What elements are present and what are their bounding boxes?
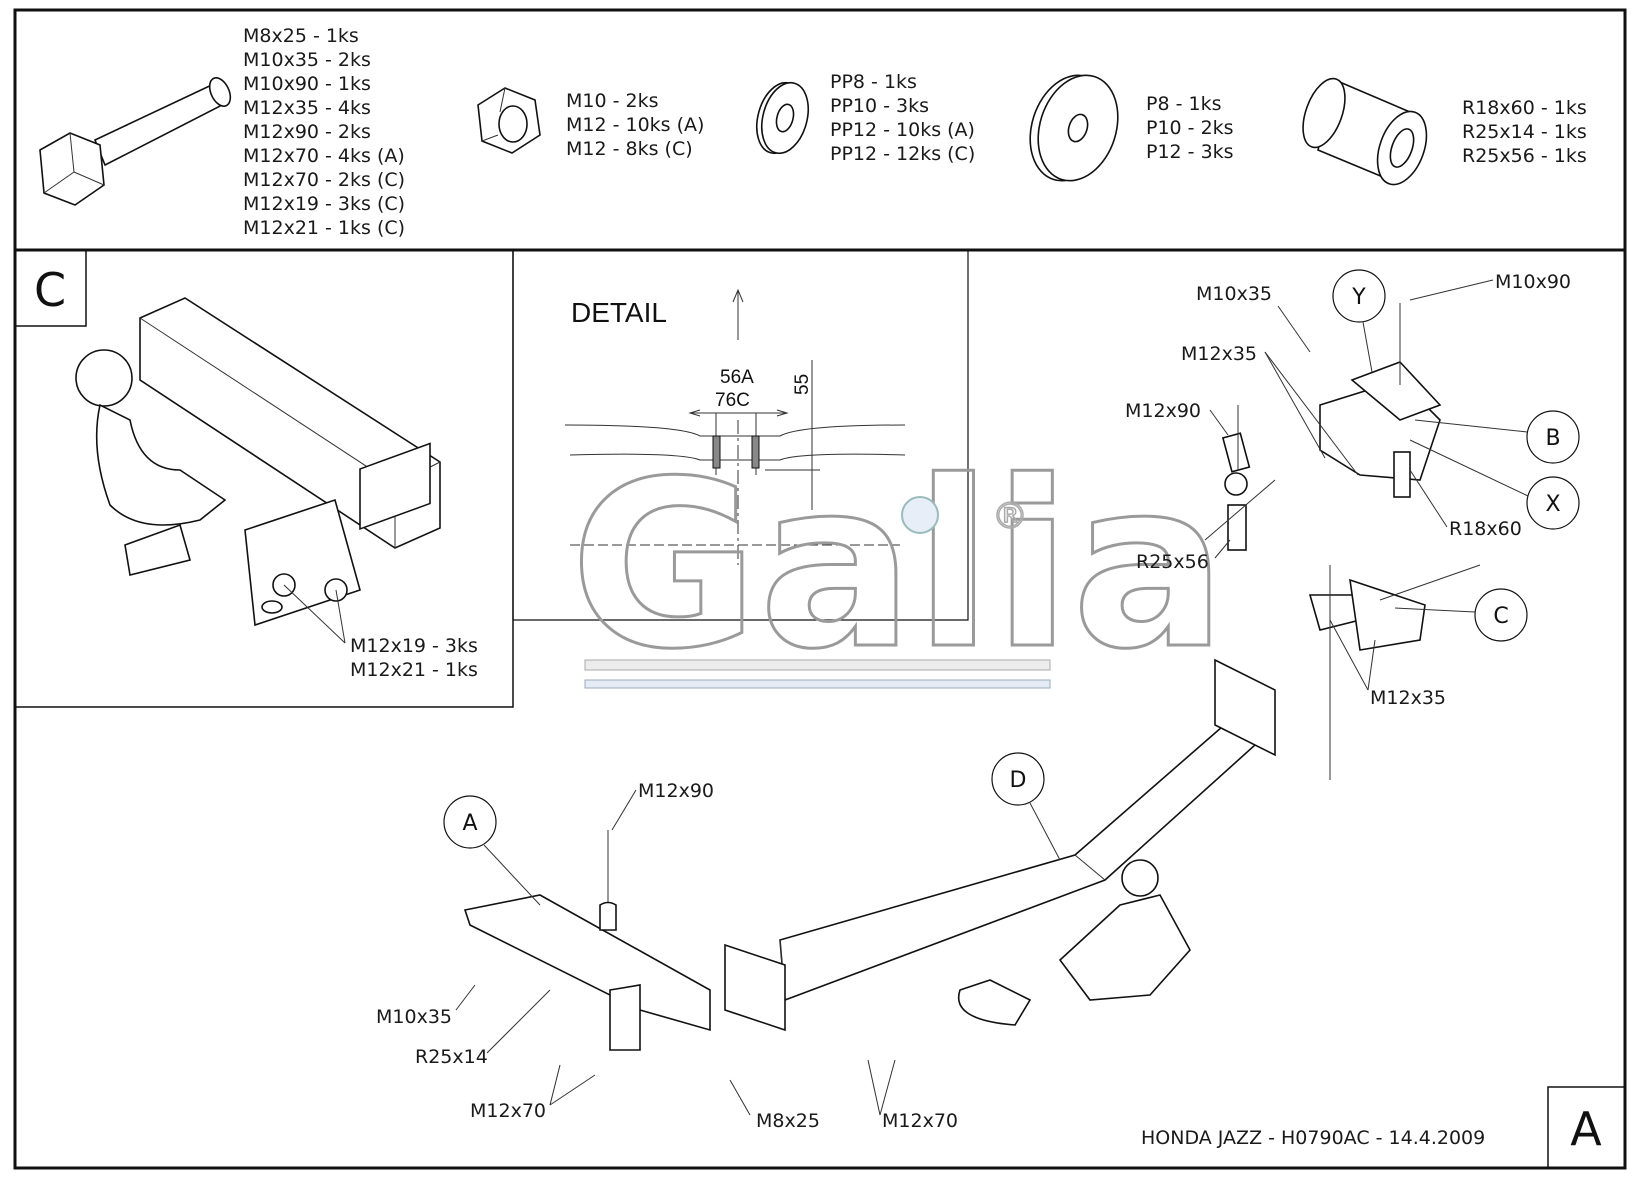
inset-c: C M12x19 - 3ks M12x21 - 1ks [14, 249, 514, 708]
towbar-ball-detail [75, 297, 441, 627]
bolts-line-2: M10x35 - 2ks [243, 49, 371, 71]
flat-washers-line-3: P12 - 3ks [1146, 141, 1234, 163]
sheet-letter-box: A [1547, 1086, 1626, 1169]
callout-b-letter: B [1545, 426, 1560, 451]
main-assembly [463, 303, 1481, 1051]
spacers-line-3: R25x56 - 1ks [1462, 145, 1587, 167]
nuts-line-3: M12 - 8ks (C) [566, 138, 693, 160]
inset-label-1: M12x19 - 3ks [350, 635, 478, 657]
dim-76c: 76C [715, 390, 750, 411]
spring-washer-icon [755, 81, 810, 155]
label-r25x14: R25x14 [415, 1046, 488, 1068]
spring-washers-line-3: PP12 - 10ks (A) [830, 119, 975, 141]
watermark-mark: ® [992, 496, 1028, 537]
part-labels: M10x35 M10x90 M12x35 M12x90 R18x60 R25x5… [376, 271, 1571, 1132]
spring-washers-line-2: PP10 - 3ks [830, 95, 929, 117]
callout-y: Y [1332, 269, 1386, 373]
callout-a-letter: A [462, 811, 477, 836]
callout-y-letter: Y [1351, 285, 1366, 310]
sheet-letter: A [1570, 1102, 1602, 1156]
bolts-line-1: M8x25 - 1ks [243, 25, 359, 47]
callout-a: A [443, 795, 541, 906]
label-m12x90-right: M12x90 [1125, 400, 1201, 422]
inset-letter: C [34, 263, 66, 317]
dim-56a: 56A [720, 367, 754, 388]
label-m10x90: M10x90 [1495, 271, 1571, 293]
label-m12x70-right: M12x70 [882, 1110, 958, 1132]
spacer-icon [1302, 77, 1428, 186]
dim-55: 55 [792, 374, 813, 395]
watermark-text: Galia [570, 433, 1227, 700]
bolts-line-3: M10x90 - 1ks [243, 73, 371, 95]
nuts-line-1: M10 - 2ks [566, 90, 659, 112]
callout-x-letter: X [1545, 492, 1560, 517]
label-m10x35-left: M10x35 [376, 1006, 452, 1028]
label-m12x90-left: M12x90 [638, 780, 714, 802]
label-m8x25: M8x25 [756, 1110, 820, 1132]
spacers-line-2: R25x14 - 1ks [1462, 121, 1587, 143]
spring-washers-line-1: PP8 - 1ks [830, 71, 917, 93]
bolts-line-5: M12x90 - 2ks [243, 121, 371, 143]
bolts-line-7: M12x70 - 2ks (C) [243, 169, 405, 191]
inset-label-2: M12x21 - 1ks [350, 659, 478, 681]
galia-watermark: Galia ® [569, 432, 1229, 702]
nut-icon [477, 87, 541, 154]
bolt-icon [39, 77, 232, 206]
label-m12x35-top: M12x35 [1181, 343, 1257, 365]
inset-letter-box [14, 249, 87, 327]
spring-washers-line-4: PP12 - 12ks (C) [830, 143, 975, 165]
bolts-line-8: M12x19 - 3ks (C) [243, 193, 405, 215]
label-m10x35-top: M10x35 [1196, 283, 1272, 305]
bolts-line-9: M12x21 - 1ks (C) [243, 217, 405, 239]
detail-title: DETAIL [571, 297, 667, 328]
drawing-title: HONDA JAZZ - H0790AC - 14.4.2009 [1141, 1127, 1485, 1149]
label-r18x60: R18x60 [1449, 518, 1522, 540]
callout-c-letter: C [1493, 604, 1508, 629]
nuts-line-2: M12 - 10ks (A) [566, 114, 704, 136]
flat-washer-icon [1029, 74, 1119, 182]
callout-d-letter: D [1010, 768, 1027, 793]
callout-x: X [1409, 439, 1580, 530]
callout-b: B [1414, 410, 1580, 464]
label-m12x70-left: M12x70 [470, 1100, 546, 1122]
bolts-line-4: M12x35 - 4ks [243, 97, 371, 119]
label-r25x56: R25x56 [1136, 551, 1209, 573]
callout-d: D [991, 752, 1061, 861]
callout-c: C [1394, 588, 1528, 642]
bolts-line-6: M12x70 - 4ks (A) [243, 145, 405, 167]
detail-section: DETAIL 56A 76C 55 [512, 250, 969, 621]
label-m12x35-right: M12x35 [1370, 687, 1446, 709]
flat-washers-line-1: P8 - 1ks [1146, 93, 1221, 115]
parts-panel: M8x25 - 1ks M10x35 - 2ks M10x90 - 1ks M1… [39, 25, 1587, 239]
spacers-line-1: R18x60 - 1ks [1462, 97, 1587, 119]
flat-washers-line-2: P10 - 2ks [1146, 117, 1234, 139]
